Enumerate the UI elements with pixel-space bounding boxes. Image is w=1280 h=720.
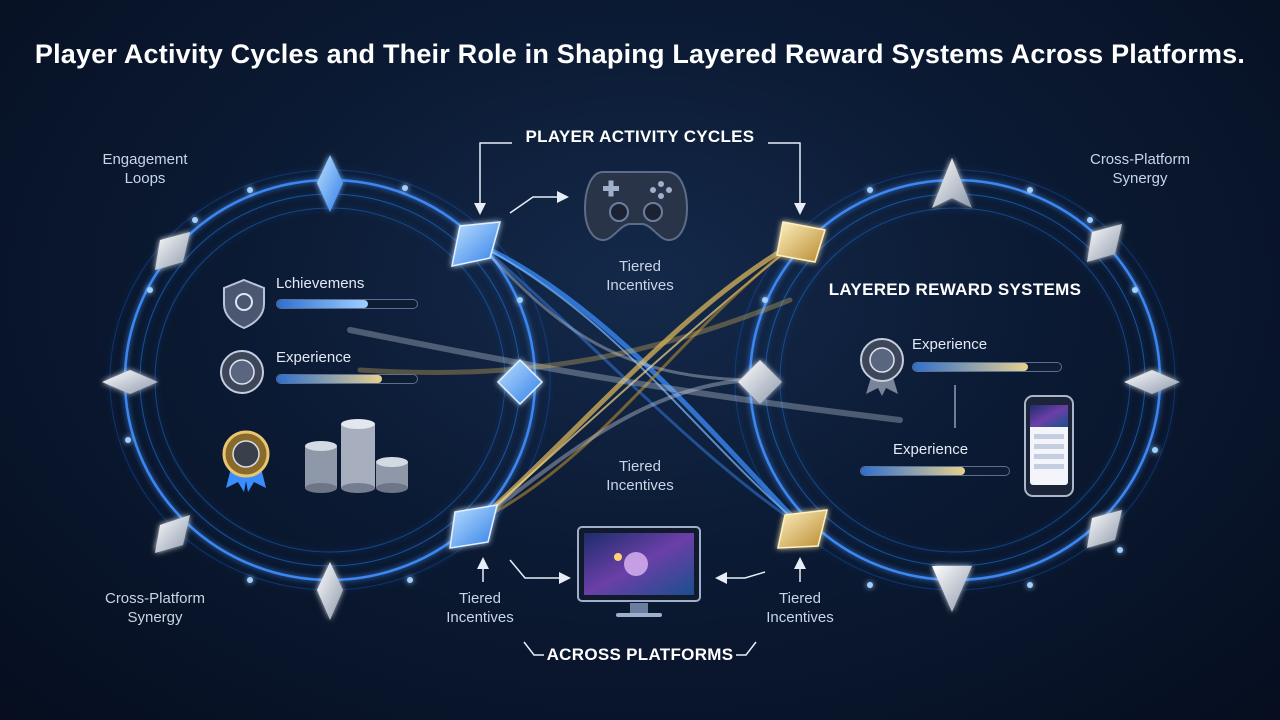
right-row-experience-label-1: Experience [912,336,988,353]
header-player-activity-cycles: PLAYER ACTIVITY CYCLES [525,127,755,146]
ribbon-badge-icon [222,430,270,492]
right-row-experience-label-2: Experience [893,441,969,458]
left-row-experience-bar [276,374,418,384]
medal-icon-left [220,350,264,394]
smartphone-icon [1024,395,1074,497]
loop-nodes [125,185,1158,588]
shield-badge-icon [223,278,265,330]
header-across-platforms: ACROSS PLATFORMS [546,645,734,664]
crossing-flows [347,237,903,528]
medal-icon-right [860,338,904,396]
header-layered-reward-systems: LAYERED REWARD SYSTEMS [828,280,1082,299]
gamepad-icon [583,171,689,242]
monitor-icon [577,526,701,617]
arrows [474,142,956,656]
page-title: Player Activity Cycles and Their Role in… [34,39,1246,69]
crystals [102,155,1180,620]
right-row-experience-bar-1 [912,362,1062,372]
left-row-achievements-label: Lchievemens [276,275,365,292]
right-row-experience-bar-2 [860,466,1010,476]
left-row-achievements-bar [276,299,418,309]
coin-stacks-icon [305,419,408,493]
left-row-experience-label: Experience [276,349,352,366]
